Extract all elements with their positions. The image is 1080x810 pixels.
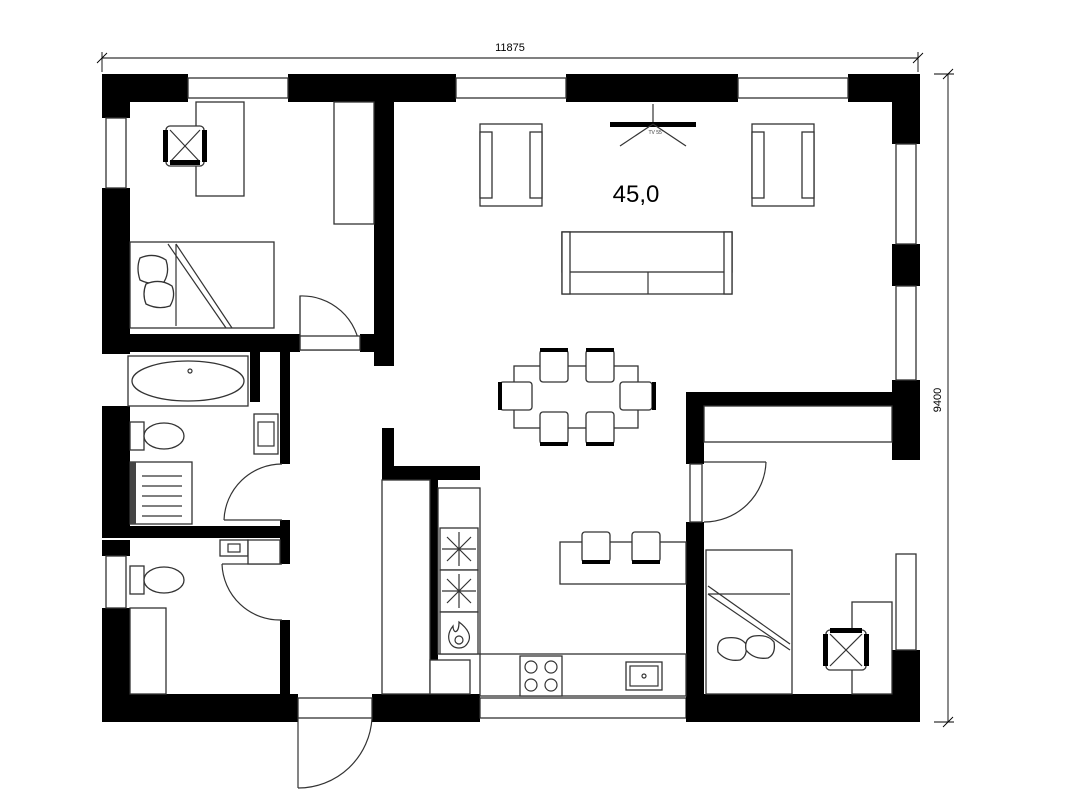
chair-icon — [585, 348, 615, 383]
bathroom — [127, 355, 279, 525]
bedroom-1 — [129, 101, 375, 329]
freezer-icon — [439, 527, 479, 571]
sofa — [561, 231, 733, 295]
chair-icon — [539, 348, 569, 383]
chair-icon — [619, 381, 656, 411]
chair-icon — [585, 411, 615, 446]
interior-walls — [102, 100, 906, 722]
cooktop-icon — [519, 655, 563, 697]
toilet-icon — [129, 565, 185, 595]
bedroom-2 — [703, 405, 893, 695]
kitchen — [381, 479, 687, 697]
living-room: TV 55" 45,0 — [479, 104, 815, 446]
windows — [105, 77, 917, 719]
desk-chair-icon — [823, 628, 869, 671]
bed-1 — [129, 241, 275, 329]
tv-label: TV 55" — [648, 130, 663, 136]
armchair-left — [479, 123, 543, 207]
radiator-icon — [129, 461, 193, 525]
armchair-right — [751, 123, 815, 207]
toilet-icon — [129, 421, 185, 451]
chair-icon — [539, 411, 569, 446]
dimension-width-label: 11875 — [495, 42, 525, 54]
desk-chair-icon — [163, 125, 207, 167]
wardrobe — [333, 101, 375, 225]
bar-stool-icon — [631, 531, 661, 564]
washbasin-icon — [219, 539, 249, 557]
oven-fire-icon — [439, 611, 479, 655]
sink-icon — [625, 661, 663, 691]
bathtub-icon — [127, 355, 249, 407]
doors — [221, 295, 767, 789]
dimension-height-label: 9400 — [932, 388, 944, 412]
wc — [129, 539, 281, 695]
washbasin-icon — [253, 413, 279, 455]
exterior-walls — [102, 74, 920, 722]
bar-stool-icon — [581, 531, 611, 564]
dimension-width: 11875 — [96, 42, 924, 72]
closet — [381, 479, 431, 695]
dining-table — [513, 365, 639, 429]
bed-2 — [705, 549, 793, 695]
dimension-height: 9400 — [932, 68, 954, 728]
living-area-label: 45,0 — [613, 181, 660, 208]
dining-chairs — [498, 348, 656, 446]
kitchen-island — [559, 541, 687, 585]
chair-icon — [498, 381, 533, 411]
tv-icon: TV 55" — [610, 104, 696, 147]
wardrobe — [703, 405, 893, 443]
freezer-icon — [439, 569, 479, 613]
